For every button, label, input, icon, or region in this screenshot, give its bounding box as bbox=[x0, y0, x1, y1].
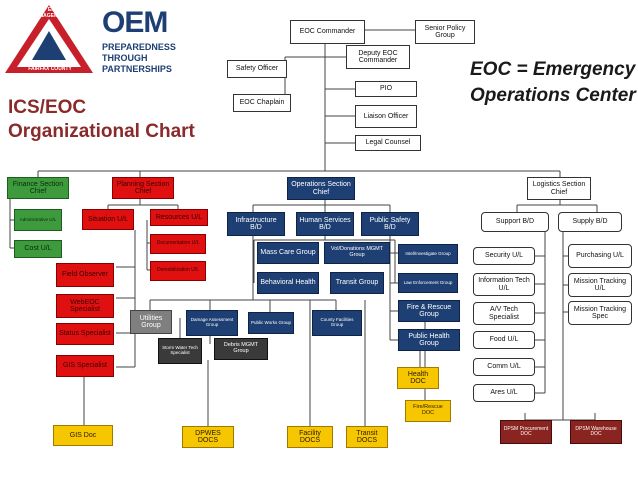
cost-ul-box: Cost U/L bbox=[14, 240, 62, 258]
public-safety-bd-box: Public Safety B/D bbox=[361, 212, 419, 236]
senior-policy-group-box: Senior Policy Group bbox=[415, 20, 475, 44]
legal-counsel-box: Legal Counsel bbox=[355, 135, 421, 151]
finance-section-chief-box: Finance Section Chief bbox=[7, 177, 69, 199]
public-health-group-box: Public Health Group bbox=[398, 329, 460, 351]
intel-investigate-group-box: Intel/Investigate Group bbox=[398, 244, 458, 264]
comm-ul-box: Comm U/L bbox=[473, 358, 535, 376]
supply-bd-box: Supply B/D bbox=[558, 212, 622, 232]
logo-acronym: OEM bbox=[102, 6, 168, 39]
resources-ul-box: Resources U/L bbox=[150, 209, 208, 226]
chart-title-line-1: ICS/EOC bbox=[8, 97, 87, 118]
eoc-chaplain-box: EOC Chaplain bbox=[233, 94, 291, 112]
liaison-officer-box: Liaison Officer bbox=[355, 105, 417, 128]
field-observer-box: Field Observer bbox=[56, 263, 114, 287]
dpsm-procurement-doc-box: DPSM Procurement DOC bbox=[500, 420, 552, 444]
dpsm-warehouse-doc-box: DPSM Warehouse DOC bbox=[570, 420, 622, 444]
safety-officer-box: Safety Officer bbox=[227, 60, 287, 78]
oem-logo: OFFICE OF EMERGENCY MANAGEMENT FAIRFAX C… bbox=[2, 2, 202, 76]
county-facilities-group-box: County Facilities Group bbox=[312, 310, 362, 336]
logo-tagline-3: PARTNERSHIPS bbox=[102, 64, 172, 74]
behavioral-health-box: Behavioral Health bbox=[257, 272, 319, 294]
eoc-commander-box: EOC Commander bbox=[290, 20, 365, 44]
mission-tracking-spec-box: Mission Tracking Spec bbox=[568, 301, 632, 325]
administrative-ul-box: Administrative U/L bbox=[14, 209, 62, 231]
logistics-section-chief-box: Logistics Section Chief bbox=[527, 177, 591, 200]
eoc-legend-line-1: EOC = Emergency bbox=[470, 59, 636, 80]
debris-mgmt-group-box: Debris MGMT Group bbox=[214, 338, 268, 360]
support-bd-box: Support B/D bbox=[481, 212, 549, 232]
information-tech-ul-box: Information Tech U/L bbox=[473, 273, 535, 296]
damage-assessment-group-box: Damage Assessment Group bbox=[186, 310, 238, 336]
planning-section-chief-box: Planning Section Chief bbox=[112, 177, 174, 199]
documentation-ul-box: Documentation U/L bbox=[150, 234, 206, 254]
public-works-group-box: Public Works Group bbox=[248, 312, 294, 334]
logo-tagline-2: THROUGH bbox=[102, 53, 148, 63]
logo-county: FAIRFAX COUNTY bbox=[28, 66, 72, 72]
gis-specialist-box: GIS Specialist bbox=[56, 355, 114, 377]
security-ul-box: Security U/L bbox=[473, 247, 535, 265]
purchasing-ul-box: Purchasing U/L bbox=[568, 244, 632, 268]
fire-rescue-doc-box: Fire/Rescue DOC bbox=[405, 400, 451, 422]
human-services-bd-box: Human Services B/D bbox=[296, 212, 354, 236]
logo-triangle-text: OFFICE OF EMERGENCY MANAGEMENT bbox=[19, 7, 81, 19]
status-specialist-box: Status Specialist bbox=[56, 323, 114, 345]
demobilization-ul-box: Demobilization U/L bbox=[150, 261, 206, 281]
dpwes-docs-box: DPWES DOCS bbox=[182, 426, 234, 448]
facility-docs-box: Facility DOCS bbox=[287, 426, 333, 448]
transit-group-box: Transit Group bbox=[330, 272, 384, 294]
av-tech-specialist-box: A/V Tech Specialist bbox=[473, 302, 535, 325]
webeoc-specialist-box: WebEOC Specialist bbox=[56, 294, 114, 318]
storm-water-tech-specialist-box: Storm Water Tech Specialist bbox=[158, 338, 202, 364]
situation-ul-box: Situation U/L bbox=[82, 209, 134, 230]
utilities-group-box: Utilities Group bbox=[130, 310, 172, 334]
oem-triangle-logo bbox=[5, 5, 93, 73]
pio-box: PIO bbox=[355, 81, 417, 97]
operations-section-chief-box: Operations Section Chief bbox=[287, 177, 355, 200]
ares-ul-box: Ares U/L bbox=[473, 384, 535, 402]
fire-rescue-group-box: Fire & Rescue Group bbox=[398, 300, 460, 322]
transit-docs-box: Transit DOCS bbox=[346, 426, 388, 448]
logo-tagline-1: PREPAREDNESS bbox=[102, 42, 176, 52]
mission-tracking-ul-box: Mission Tracking U/L bbox=[568, 273, 632, 297]
mass-care-group-box: Mass Care Group bbox=[257, 242, 319, 264]
health-doc-box: Health DOC bbox=[397, 367, 439, 389]
deputy-eoc-commander-box: Deputy EOC Commander bbox=[346, 45, 410, 69]
law-enforcement-group-box: Law Enforcement Group bbox=[398, 273, 458, 293]
chart-title-line-2: Organizational Chart bbox=[8, 121, 195, 142]
infrastructure-bd-box: Infrastructure B/D bbox=[227, 212, 285, 236]
food-ul-box: Food U/L bbox=[473, 331, 535, 349]
eoc-legend-line-2: Operations Center bbox=[470, 85, 636, 106]
vol-donations-mgmt-group-box: Vol/Donations MGMT Group bbox=[324, 242, 390, 264]
gis-doc-box: GIS Doc bbox=[53, 425, 113, 446]
